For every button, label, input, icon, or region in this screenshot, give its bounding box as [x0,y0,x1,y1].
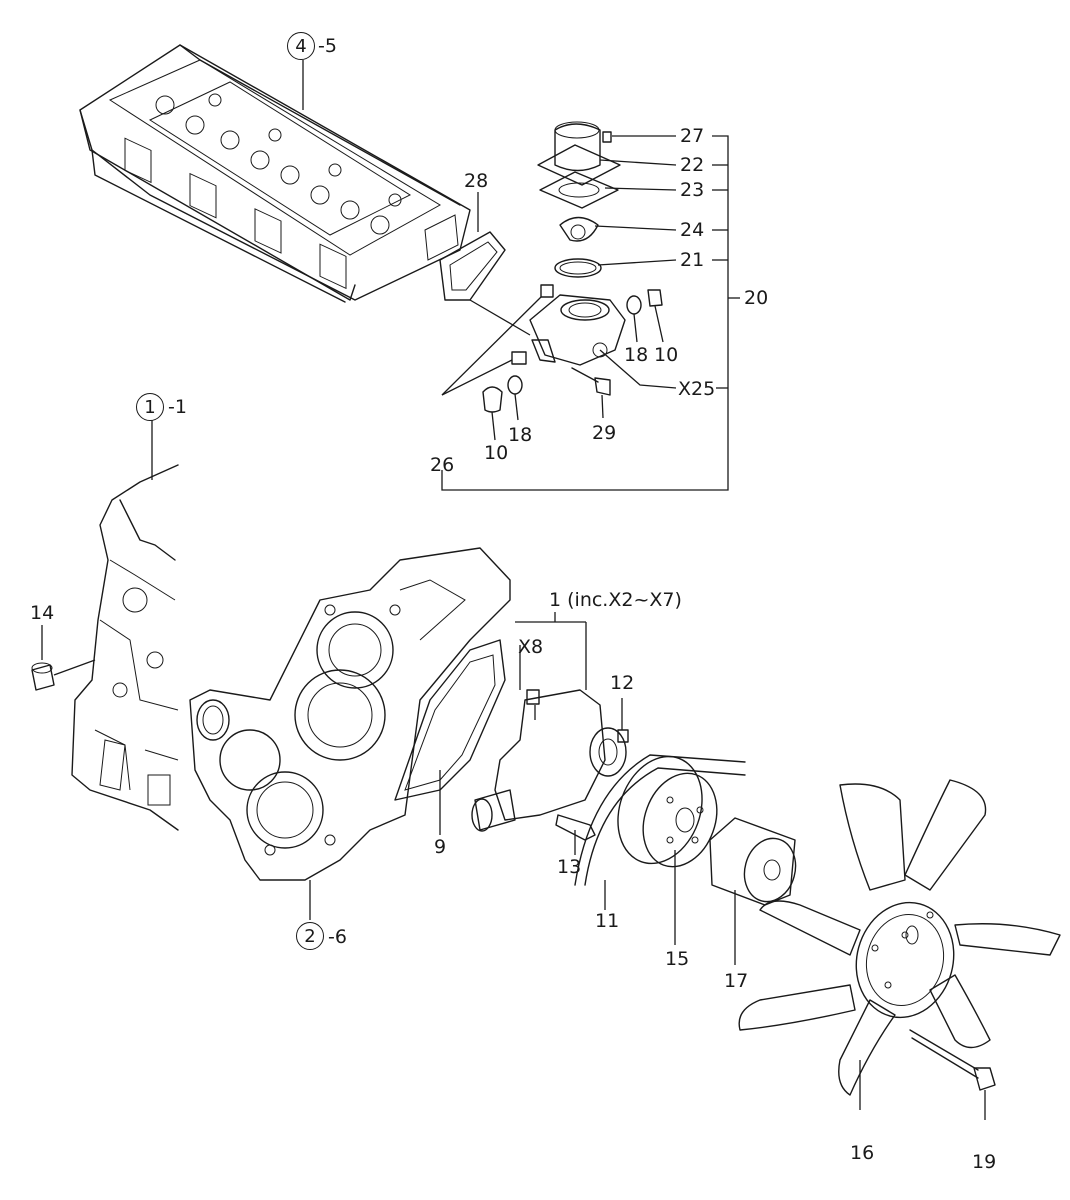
callout-23: 23 [680,179,705,201]
callout-26: 26 [430,454,455,476]
fan-16-drawing [738,779,1061,1110]
thermostat-housing-drawing [482,121,663,413]
callout-27: 27 [680,125,705,147]
water-pump-drawing [471,612,629,855]
callout-18-lower: 18 [508,424,533,446]
callout-15: 15 [665,948,690,970]
callout-9: 9 [434,836,447,858]
plug-14-drawing [31,625,96,691]
assembly-ref-circle: 4 [287,32,315,60]
cylinder-block-drawing [71,464,179,831]
callout-19: 19 [972,1151,997,1173]
callout-13: 13 [557,856,582,878]
callout-28: 28 [464,170,489,192]
assembly-ref-suffix: -6 [328,926,347,948]
spacer-17-drawing [709,817,797,965]
gasket-9-drawing [394,639,506,835]
callout-12: 12 [610,672,635,694]
callout-20: 20 [744,287,769,309]
callout-17: 17 [724,970,749,992]
callout-29: 29 [592,422,617,444]
thermostat-leaders [441,135,740,491]
gasket-28-drawing [439,231,506,301]
callout-x8: X8 [518,636,544,658]
callout-22: 22 [680,154,705,176]
callout-18-upper: 18 [624,344,649,366]
assembly-ref-circle: 2 [296,922,324,950]
callout-10-upper: 10 [654,344,679,366]
callout-16: 16 [850,1142,875,1164]
callout-x25: X25 [678,378,716,400]
fan-belt-drawing [574,754,746,910]
pulley-15-drawing [617,755,718,945]
cylinder-head-drawing [79,44,471,303]
assembly-ref-suffix: -5 [318,35,337,57]
callout-24: 24 [680,219,705,241]
assembly-ref-circle: 1 [136,393,164,421]
gear-case-drawing [189,547,511,920]
callout-10-lower: 10 [484,442,509,464]
callout-21: 21 [680,249,705,271]
assembly-ref-suffix: -1 [168,396,187,418]
assembly-leaders [151,60,304,480]
bolt-19-drawing [909,1029,996,1120]
callout-11: 11 [595,910,620,932]
callout-14: 14 [30,602,55,624]
callout-1-water-pump: 1 (inc.X2~X7) [549,589,682,611]
